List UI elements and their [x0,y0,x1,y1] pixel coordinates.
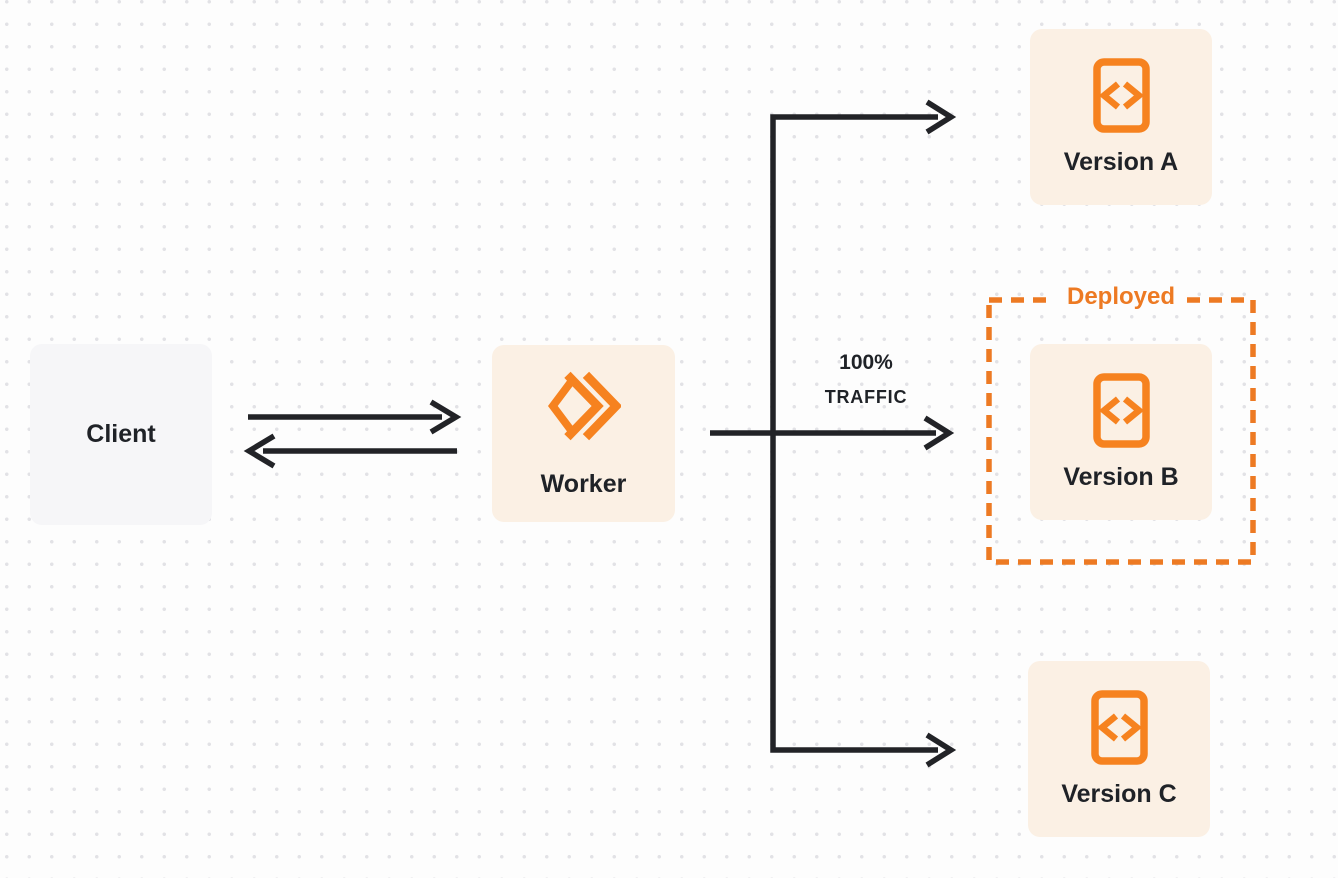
client-node: Client [30,344,212,525]
version-a-label: Version A [1063,147,1179,176]
traffic-percent-text: 100% [839,351,893,374]
version-c-node: Version C [1028,661,1210,837]
workers-logo-icon [547,368,621,444]
worker-node: Worker [492,345,675,522]
version-b-label: Version B [1063,462,1179,491]
version-c-label: Version C [1061,779,1177,808]
arrow-worker-to-client-head [243,433,276,469]
version-a-node: Version A [1030,29,1212,205]
worker-label: Worker [540,470,627,498]
code-file-icon [1090,689,1148,765]
client-label: Client [86,420,156,448]
code-file-icon [1092,57,1150,133]
code-file-icon [1092,372,1150,448]
version-b-node: Version B [1030,344,1212,520]
traffic-word-text: TRAFFIC [824,387,908,407]
arrow-client-to-worker-head [429,399,462,435]
deployed-group: Deployed [986,280,1256,565]
deployed-label: Deployed [1054,280,1188,314]
traffic-annotation: 100% TRAFFIC [806,350,926,409]
arrow-to-version-a-head [925,99,957,135]
arrow-to-version-c-head [925,732,957,768]
arrow-to-version-b-head [923,415,955,451]
fork-line [770,114,938,753]
